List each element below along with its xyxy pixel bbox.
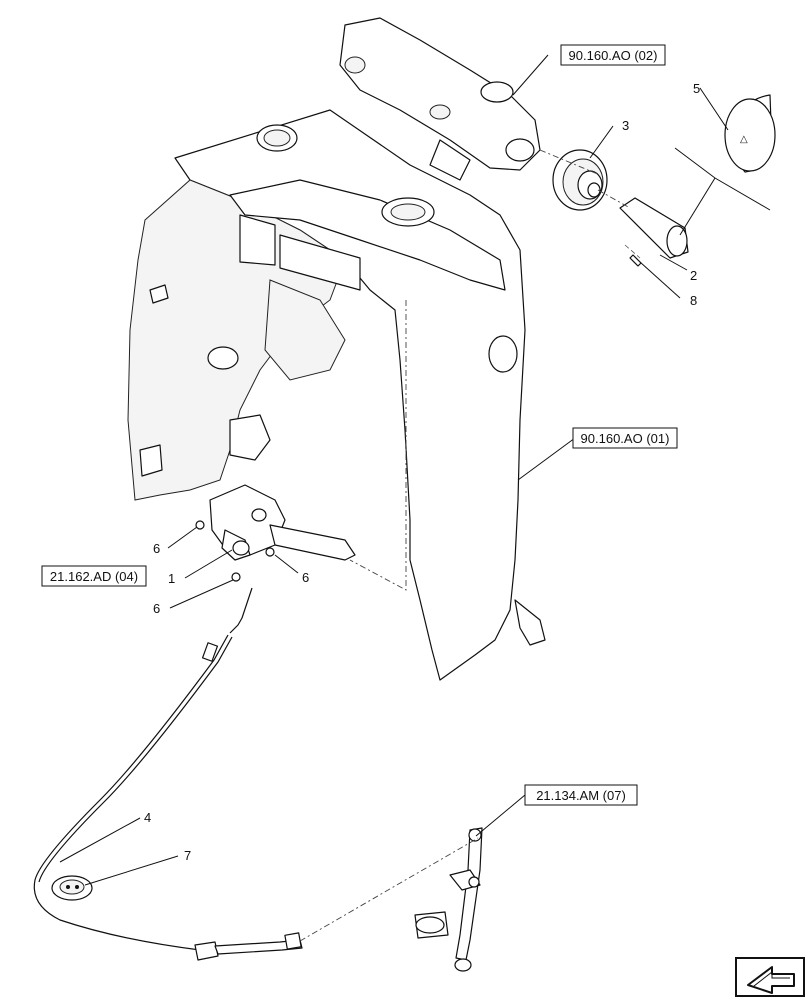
callout-6c: 6 (153, 601, 160, 616)
ref-box-mid[interactable]: 90.160.AO (01) (572, 427, 678, 449)
guide-lines (299, 149, 641, 942)
lever-assembly (209, 484, 356, 561)
callout-6b: 6 (302, 570, 309, 585)
svg-text:△: △ (740, 134, 748, 145)
ref-label-bottom: 21.134.AM (07) (536, 788, 626, 803)
callout-2: 2 (690, 268, 697, 283)
ref-label-top: 90.160.AO (02) (569, 48, 658, 63)
cap-part: △ (724, 94, 776, 173)
arrow-left-icon[interactable] (735, 957, 805, 997)
pedal-linkage (414, 827, 483, 972)
boot-part (552, 149, 608, 211)
console-housing (127, 109, 546, 681)
callout-5: 5 (693, 81, 700, 96)
ref-label-mid: 90.160.AO (01) (581, 431, 670, 446)
screw-parts (195, 520, 275, 582)
callout-7: 7 (184, 848, 191, 863)
grommet-part (51, 875, 93, 901)
leader-lines (59, 54, 771, 886)
callout-1: 1 (168, 571, 175, 586)
ref-box-left[interactable]: 21.162.AD (04) (41, 565, 147, 587)
callout-3: 3 (622, 118, 629, 133)
callout-4: 4 (144, 810, 151, 825)
ref-box-top[interactable]: 90.160.AO (02) (560, 44, 666, 66)
ref-label-left: 21.162.AD (04) (50, 569, 138, 584)
cable-part (33, 587, 303, 961)
top-handle (339, 17, 541, 181)
ref-box-bottom[interactable]: 21.134.AM (07) (524, 784, 638, 806)
knob-part (619, 197, 689, 259)
callout-8: 8 (690, 293, 697, 308)
callout-numbers: 5 3 2 8 6 1 6 6 4 7 (144, 81, 700, 863)
pin-part (629, 254, 642, 267)
callout-6a: 6 (153, 541, 160, 556)
